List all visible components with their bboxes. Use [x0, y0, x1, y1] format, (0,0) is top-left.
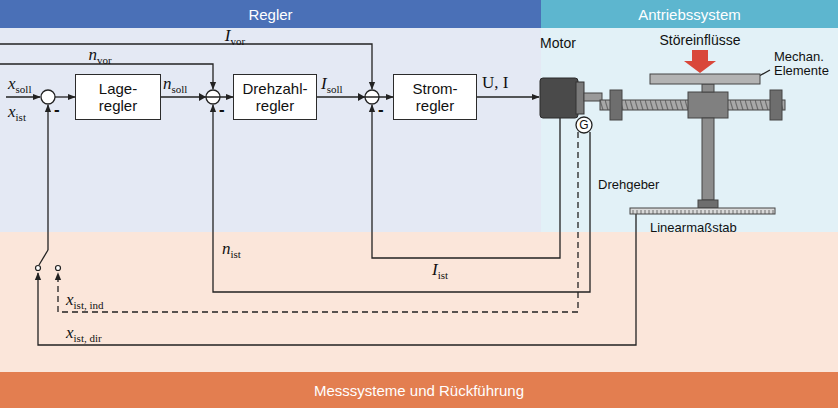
box-label: Lage- regler — [85, 80, 151, 115]
signal-name: Iist — [432, 261, 448, 280]
linear-scale — [630, 208, 775, 214]
header-strip: Messsysteme und Rückführung — [0, 372, 838, 408]
part-name: Linearmaßstab — [650, 221, 737, 235]
part-name: Motor — [540, 36, 576, 51]
switch-contact — [56, 266, 61, 271]
region-band: ReglerLage- regler Drehzahl- regler Strom-… — [0, 0, 541, 232]
switch-contact — [36, 266, 41, 271]
signal-wire — [58, 132, 578, 312]
signal-name: U, I — [482, 74, 508, 93]
signal-wire — [477, 96, 539, 97]
signal-wire — [0, 44, 372, 89]
signal-name: Ivor — [225, 27, 245, 46]
ball-screw — [688, 92, 728, 118]
disturbance-arrow — [684, 50, 716, 73]
switch-contact — [36, 266, 61, 271]
motor — [540, 78, 602, 118]
controller-box: Drehzahl- regler — [233, 74, 317, 120]
controller-box: Strom- regler — [393, 74, 477, 120]
box-label: Drehzahl- regler — [242, 80, 307, 115]
disturbance-arrow — [684, 50, 716, 73]
summing-junction — [41, 90, 55, 104]
signal-wire — [47, 105, 48, 250]
signal-wire — [6, 96, 40, 97]
signal-name: xist, ind — [66, 291, 104, 310]
encoder-letter: G — [579, 118, 588, 132]
controller-box: Lage- regler — [75, 74, 161, 120]
ball-screw — [702, 84, 714, 92]
band-title: Regler — [248, 6, 292, 23]
signal-name: xsoll — [8, 75, 31, 94]
sign-label: - — [378, 101, 384, 120]
motor — [584, 93, 602, 101]
ball-screw — [698, 200, 718, 208]
encoder-circle: G — [575, 116, 593, 134]
band-title: Messsysteme und Rückführung — [314, 382, 524, 399]
motor — [576, 82, 584, 114]
linear-scale — [630, 208, 775, 214]
signal-name: nvor — [88, 46, 111, 65]
header-strip: Regler — [0, 0, 541, 28]
signal-name: nsoll — [163, 75, 187, 94]
signal-wire — [0, 44, 770, 345]
part-name: Störeinflüsse — [660, 33, 741, 48]
signal-name: nist — [222, 240, 241, 259]
box-label: Strom- regler — [403, 80, 467, 115]
signal-connector — [317, 96, 393, 97]
signal-wire — [38, 214, 636, 345]
ball-screw — [770, 90, 782, 120]
ball-screw — [702, 118, 714, 200]
signal-name: xist — [8, 103, 26, 122]
signal-connector — [161, 96, 233, 97]
signal-wire — [372, 105, 560, 258]
signal-wire — [55, 96, 75, 97]
ball-screw — [610, 90, 622, 120]
ball-screw — [650, 74, 760, 84]
encoder-outline — [576, 117, 592, 133]
signal-wire — [213, 105, 590, 292]
sign-label: - — [54, 101, 60, 120]
sign-label: - — [219, 101, 225, 120]
signal-wire — [39, 250, 48, 265]
motor — [540, 78, 578, 118]
signal-name: xist, dir — [66, 324, 102, 343]
part-name: Mechan. Elemente — [774, 50, 834, 79]
band-title: Antriebssystem — [638, 6, 741, 23]
part-name: Drehgeber — [598, 178, 659, 192]
header-strip: Antriebssystem — [541, 0, 838, 28]
signal-name: Isoll — [321, 75, 343, 94]
